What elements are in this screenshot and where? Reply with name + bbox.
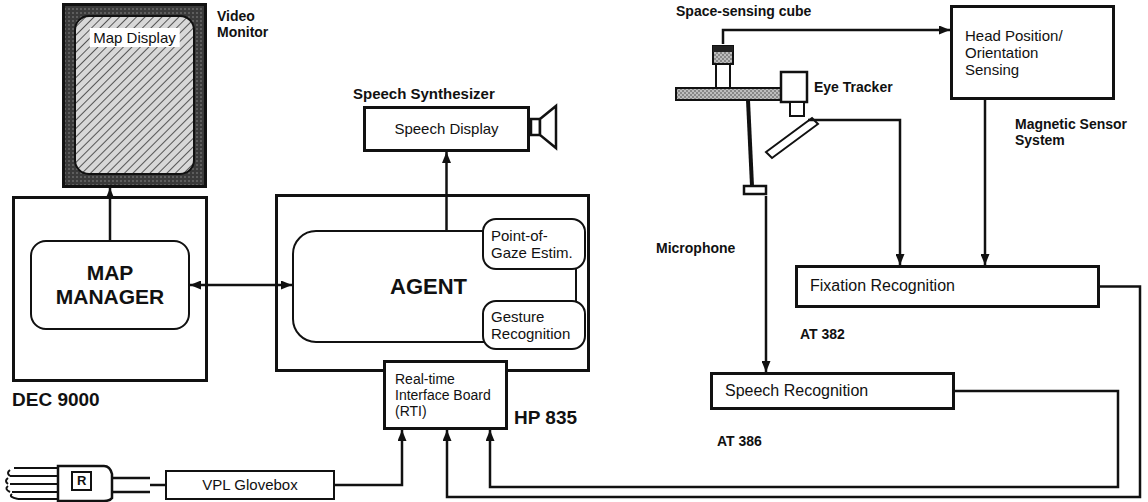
process-box: Speech RecognitionAT 386 xyxy=(710,372,955,410)
eye-tracker xyxy=(790,102,804,116)
connector-arrow xyxy=(984,100,987,265)
monitor-frame xyxy=(62,3,207,188)
box-heading: Video Monitor xyxy=(217,8,281,40)
microphone-boom xyxy=(748,100,752,186)
glove-cable xyxy=(112,478,150,492)
box-heading: AT 386 xyxy=(717,433,762,449)
signal-wire xyxy=(765,196,768,372)
eye-tracker xyxy=(781,72,807,102)
monitor-screen xyxy=(75,16,194,174)
head-band xyxy=(676,88,796,100)
glove-fingers xyxy=(10,468,58,499)
eye-tracker-mirror xyxy=(766,118,818,158)
box-text: Point-of-Gaze Estim. xyxy=(491,227,577,262)
box-text: VPL Glovebox xyxy=(202,476,297,493)
glove-fingers xyxy=(6,470,18,499)
space-sensing-cube xyxy=(713,46,733,52)
box-heading: HP 835 xyxy=(514,407,577,429)
box-heading: Magnetic Sensor System xyxy=(1015,116,1137,148)
space-sensing-cube xyxy=(713,46,733,64)
box-heading: Map Display xyxy=(89,28,180,47)
box-text: Real-time Interface Board (RTI) xyxy=(395,371,495,419)
part-label: Space-sensing cube xyxy=(676,3,811,19)
part-label: Eye Tracker xyxy=(814,79,893,95)
connector-arrow xyxy=(335,430,402,485)
speaker-icon xyxy=(531,119,540,135)
process-box: Fixation RecognitionAT 382 xyxy=(795,265,1100,308)
video-monitor: Map DisplayVideo Monitor xyxy=(62,3,207,188)
cube-post xyxy=(716,62,730,88)
box-heading: AT 382 xyxy=(800,326,845,342)
signal-wire xyxy=(808,120,900,265)
glove-marker: R xyxy=(71,471,92,491)
box-text: Speech Recognition xyxy=(725,382,868,400)
speaker-icon xyxy=(540,106,556,148)
box-text: Speech Display xyxy=(394,120,498,137)
process-box: AGENT Point-of-Gaze Estim. Gesture Recogni… xyxy=(292,230,577,343)
box-text: AGENT xyxy=(390,274,467,299)
part-label: Microphone xyxy=(656,240,735,256)
output-box: Speech SynthesizerSpeech Display xyxy=(363,106,530,152)
box-text: MAP MANAGER xyxy=(48,261,172,309)
box-heading: DEC 9000 xyxy=(12,389,100,411)
module-box: Gesture Recognition xyxy=(482,300,586,350)
microphone xyxy=(744,186,766,194)
box-heading: Speech Synthesizer xyxy=(353,85,495,102)
computer-box: DEC 9000MAP MANAGER xyxy=(12,196,208,382)
glove-cable xyxy=(150,484,165,487)
device-box: VPL Glovebox xyxy=(165,470,335,500)
module-box: Point-of-Gaze Estim. xyxy=(482,218,586,270)
process-box: MAP MANAGER xyxy=(30,240,190,330)
box-text: Head Position/ Orientation Sensing xyxy=(965,27,1090,79)
connector-arrow xyxy=(445,152,448,230)
box-text: Gesture Recognition xyxy=(491,308,577,343)
interface-board: Real-time Interface Board (RTI) xyxy=(383,360,508,430)
box-text: Fixation Recognition xyxy=(810,277,955,295)
computer-box: HP 835AGENTPoint-of-Gaze Estim.Gesture R… xyxy=(275,194,590,372)
glove-palm xyxy=(58,466,112,501)
signal-wire xyxy=(723,30,950,44)
connector-arrow xyxy=(447,287,1140,498)
sensing-box: Head Position/ Orientation SensingMagnet… xyxy=(950,5,1115,100)
